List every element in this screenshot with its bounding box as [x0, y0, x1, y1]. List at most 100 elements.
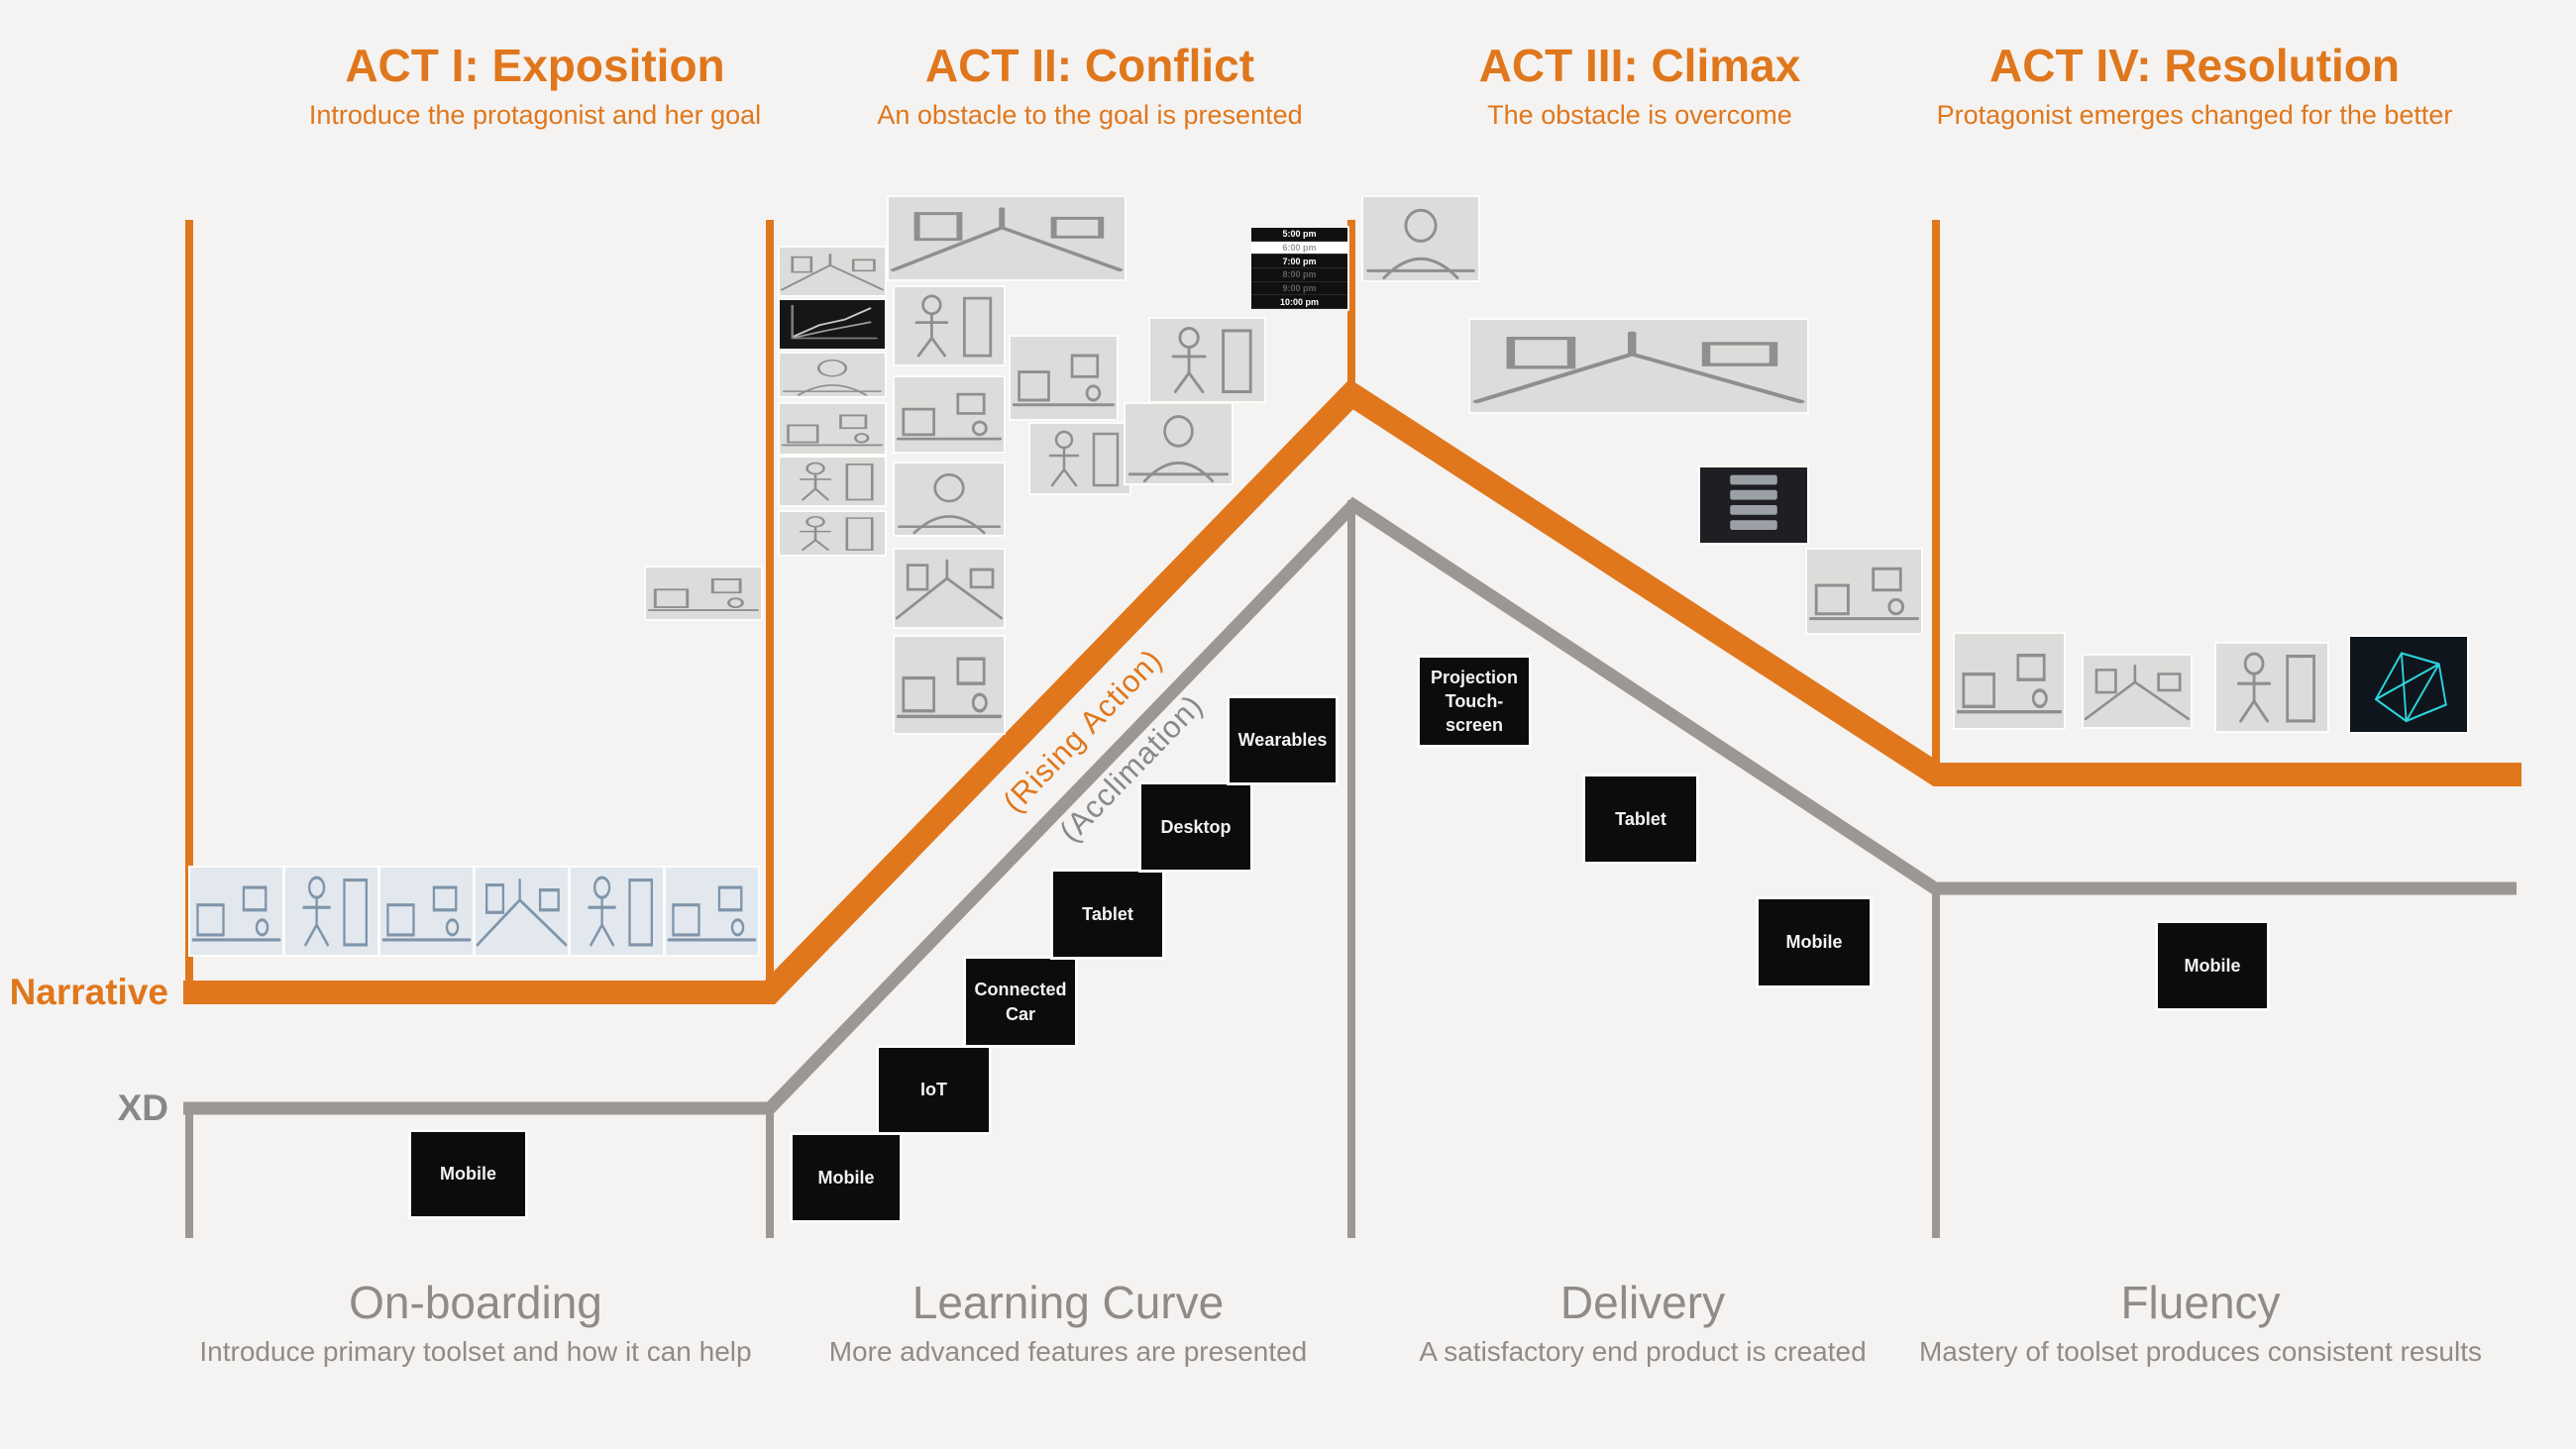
sketch-drawing [1809, 567, 1919, 621]
device-box-label: Mobile [2185, 954, 2241, 978]
sketch-thumbnail-street [476, 868, 568, 955]
sketch-thumbnail-interior [646, 568, 761, 619]
sketch-thumbnail-figure [285, 868, 377, 955]
device-box-label-line: Wearables [1237, 730, 1328, 751]
sketch-drawing [782, 359, 883, 396]
sketch-thumbnail-figure [895, 287, 1004, 364]
device-box-mobile: Mobile [2158, 923, 2267, 1008]
device-box-label-line: Desktop [1160, 816, 1232, 837]
device-box-tablet: Tablet [1585, 776, 1696, 862]
sketch-drawing [799, 462, 874, 501]
sketch-drawing [896, 392, 1003, 441]
device-box-label-line: Tablet [1082, 903, 1133, 924]
device-box-label-line: Mobile [817, 1167, 875, 1188]
phase-subtitle: Introduce primary toolset and how it can… [199, 1336, 752, 1368]
phase-subtitle: More advanced features are presented [828, 1336, 1308, 1368]
sketch-thumbnail-interior [190, 868, 282, 955]
act-subtitle: An obstacle to the goal is presented [877, 99, 1303, 130]
sketch-drawing [1956, 654, 2063, 714]
device-box-label: Tablet [1615, 807, 1666, 831]
sketch-drawing [191, 885, 281, 942]
sketch-thumbnail-panel [1700, 467, 1807, 543]
act-title: ACT I: Exposition [345, 40, 725, 91]
sketch-thumbnail-street [889, 197, 1125, 279]
device-box-label: IoT [920, 1078, 947, 1101]
act-subtitle: Protagonist emerges changed for the bett… [1936, 99, 2453, 130]
time-option: 9:00 pm [1251, 281, 1347, 296]
sketch-drawing [1048, 430, 1120, 487]
sketch-thumbnail-interior [666, 868, 758, 955]
sketch-thumbnail-figure [571, 868, 663, 955]
device-box-label-line: screen [1445, 715, 1504, 736]
device-box-label-line: Mobile [1785, 932, 1843, 953]
xd-axis-label: XD [117, 1087, 168, 1128]
device-box-tablet: Tablet [1053, 872, 1162, 957]
sketch-drawing [1012, 354, 1116, 407]
sketch-thumbnail-street [780, 248, 885, 295]
sketch-drawing [780, 253, 885, 291]
device-box-desktop: Desktop [1141, 784, 1250, 870]
phase-title: Fluency [2120, 1277, 2281, 1328]
xd-line [183, 496, 2517, 1115]
device-box-label-line: Tablet [1615, 808, 1666, 829]
sketch-drawing [896, 657, 1003, 719]
sketch-thumbnail-interior [1807, 550, 1921, 633]
sketch-drawing [2084, 665, 2191, 721]
device-box-label: Mobile [1786, 930, 1843, 954]
device-box-wearables: Wearables [1230, 698, 1336, 782]
sketch-drawing [898, 473, 1001, 535]
device-box-label-line: Mobile [440, 1164, 496, 1185]
act-title: ACT II: Conflict [924, 40, 1255, 91]
sketch-thumbnail-figure [780, 458, 885, 505]
device-box-mobile: Mobile [793, 1135, 900, 1220]
sketch-drawing [302, 876, 369, 947]
sketch-drawing [1366, 208, 1475, 280]
device-box-label-line: Car [1005, 1003, 1035, 1024]
sketch-thumbnail-street [2084, 656, 2191, 727]
device-box-label-line: Mobile [2184, 955, 2241, 976]
phase-title: Learning Curve [912, 1277, 1225, 1328]
device-box-label-line: IoT [920, 1080, 947, 1100]
sketch-drawing [890, 207, 1124, 271]
phase-subtitle: Mastery of toolset produces consistent r… [1918, 1336, 2483, 1368]
sketch-drawing [791, 304, 878, 340]
time-option: 7:00 pm [1251, 255, 1347, 269]
sketch-thumbnail-portrait [1363, 197, 1478, 280]
time-option: 5:00 pm [1251, 228, 1347, 242]
device-box-label: Desktop [1160, 815, 1231, 839]
phase-subtitle: A satisfactory end product is created [1419, 1336, 1867, 1368]
phase-title: On-boarding [349, 1277, 602, 1328]
sketch-drawing [799, 516, 874, 551]
sketch-drawing [381, 885, 472, 942]
sketch-thumbnail-portrait [1126, 404, 1232, 483]
time-option: 8:00 pm [1251, 268, 1347, 282]
device-box-label: Wearables [1238, 728, 1328, 752]
sketch-thumbnail-interior [895, 637, 1004, 733]
sketch-drawing [1171, 327, 1252, 393]
sketch-thumbnail-interior [780, 404, 885, 454]
time-option: 10:00 pm [1251, 295, 1347, 310]
device-box-label: Mobile [818, 1166, 875, 1190]
sketch-thumbnail-interior [380, 868, 473, 955]
sketch-thumbnail-figure [1030, 424, 1129, 493]
act-subtitle: The obstacle is overcome [1487, 99, 1792, 130]
sketch-drawing [476, 879, 568, 947]
sketch-thumbnail-portrait [895, 464, 1004, 535]
act-title: ACT III: Climax [1478, 40, 1801, 91]
sketch-thumbnail-interior [895, 377, 1004, 452]
sketch-thumbnail-figure [2216, 644, 2327, 731]
device-box-mobile: Mobile [1759, 899, 1870, 985]
device-box-iot: IoT [879, 1048, 989, 1132]
sketch-drawing [781, 414, 884, 447]
